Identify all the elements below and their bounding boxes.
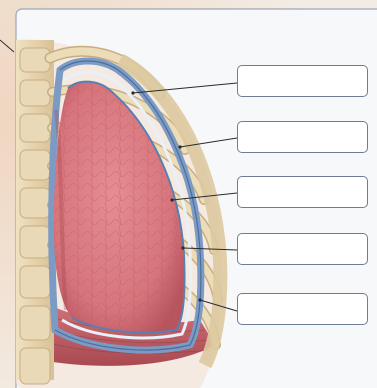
label-box-2[interactable] — [237, 121, 368, 153]
label-box-4[interactable] — [237, 233, 368, 265]
label-box-1[interactable] — [237, 65, 368, 97]
leader-dot-5 — [198, 298, 201, 301]
leader-dot-2 — [178, 145, 181, 148]
label-box-3[interactable] — [237, 176, 368, 208]
leader-dot-3 — [170, 198, 173, 201]
leader-dot-4 — [181, 246, 184, 249]
label-box-5[interactable] — [237, 293, 368, 325]
leader-dot-1 — [131, 91, 134, 94]
